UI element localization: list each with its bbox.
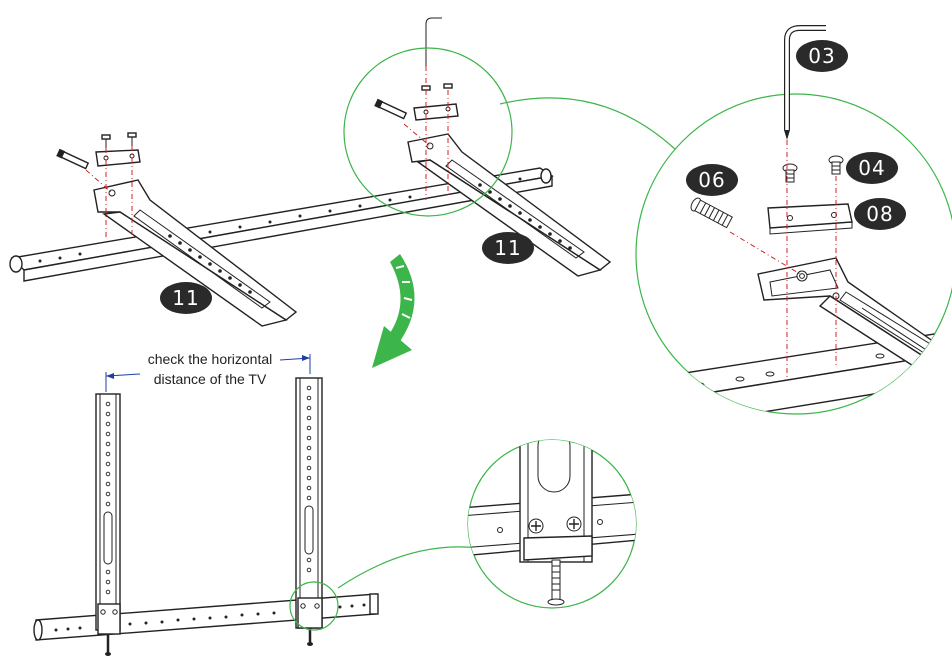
arm-right-top	[407, 133, 612, 277]
screw-short-right	[828, 155, 844, 175]
badge-hex-key: 03	[796, 40, 848, 72]
zoom-circle-bottom	[289, 581, 339, 631]
long-bolt	[690, 197, 733, 229]
zoom-connector-top	[499, 97, 677, 151]
bottom-assembly: check the horizontal distance of the TV	[33, 351, 479, 656]
zoom-detail-top-right: 03 04 06 08	[635, 25, 952, 415]
upright-left	[95, 393, 121, 656]
badge-spacer: 08	[854, 198, 906, 230]
badge-long-bolt: 06	[686, 164, 738, 196]
upright-right	[295, 377, 323, 646]
hardware-right-top	[374, 17, 459, 200]
note-line-1: check the horizontal	[148, 351, 273, 367]
zoom-connector-bottom	[337, 546, 479, 589]
top-assembly: 11 11	[9, 17, 677, 327]
badge-spacer-text: 08	[866, 202, 893, 226]
step-arrow	[372, 254, 415, 368]
badge-arm-right: 11	[482, 232, 534, 264]
hex-key	[784, 25, 826, 140]
horizontal-distance-dimension	[105, 354, 311, 392]
note-line-2: distance of the TV	[154, 371, 267, 387]
zoom-detail-bottom-right	[467, 439, 637, 609]
badge-arm-right-text: 11	[494, 236, 521, 260]
badge-short-screw-text: 04	[858, 156, 885, 180]
badge-long-bolt-text: 06	[698, 168, 725, 192]
spacer-plate-edge	[769, 221, 853, 235]
badge-short-screw: 04	[846, 152, 898, 184]
badge-arm-left: 11	[160, 282, 212, 314]
hardware-left-top	[56, 132, 141, 240]
arm-left-top	[93, 179, 298, 327]
badge-hex-key-text: 03	[808, 44, 835, 68]
zoom-circle-top	[343, 47, 513, 217]
cross-rail-bottom	[33, 593, 379, 641]
badge-arm-left-text: 11	[172, 286, 199, 310]
